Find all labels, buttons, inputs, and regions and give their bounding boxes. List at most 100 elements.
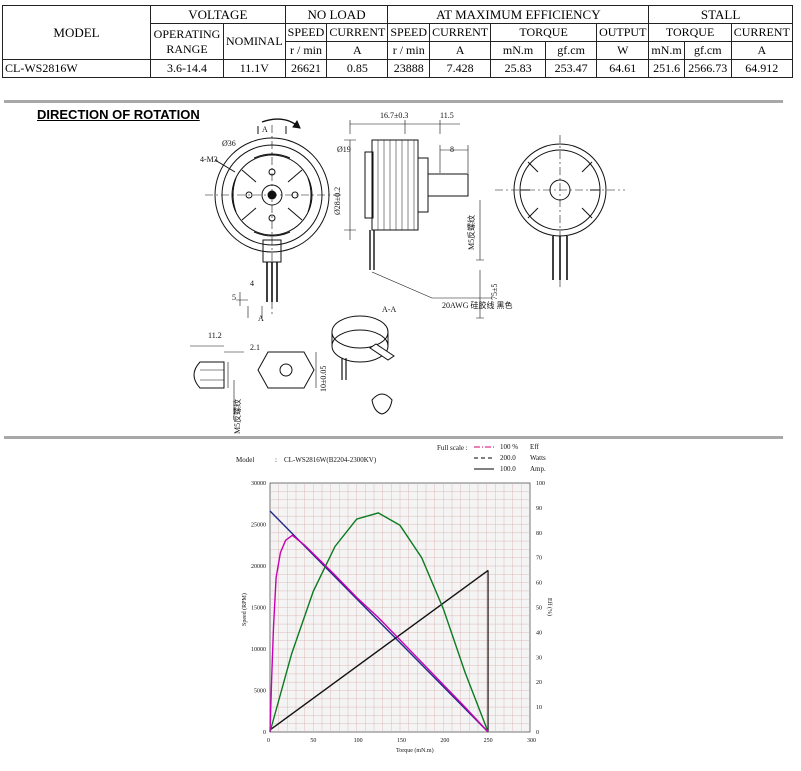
nl-speed-unit: r / min	[284, 41, 328, 60]
direction-title: DIRECTION OF ROTATION	[37, 107, 200, 122]
st-torque-gfcm-cell: 2566.73	[683, 59, 732, 78]
nominal-cell: 11.1V	[223, 59, 286, 78]
nl-current-unit: A	[326, 41, 389, 60]
y-right-tick-label: 80	[536, 531, 542, 537]
model-header: MODEL	[2, 5, 151, 60]
me-speed-cell: 23888	[387, 59, 431, 78]
nut-height: 10±0.05	[319, 366, 328, 392]
dim-5: 5	[232, 293, 236, 302]
x-tick-label: 200	[440, 738, 449, 744]
full-scale-label: Full scale :	[437, 444, 468, 452]
nut-side-view	[190, 345, 244, 420]
nominal-header: NOMINAL	[223, 23, 286, 60]
st-current-unit: A	[730, 41, 793, 60]
no-load-header: NO LOAD	[284, 5, 389, 24]
y-right-axis-label: Eff (%)	[546, 598, 553, 616]
x-tick-label: 50	[310, 738, 316, 744]
y-left-tick-label: 5000	[254, 689, 266, 695]
x-tick-label: 150	[397, 738, 406, 744]
motor-rear-view	[495, 135, 625, 290]
x-tick-label: 250	[484, 738, 493, 744]
nut-width: 11.2	[208, 331, 222, 340]
power-curve	[269, 512, 489, 733]
y-right-tick-label: 70	[536, 556, 542, 562]
st-torque-mnm-cell: 251.6	[648, 59, 685, 78]
y-right-tick-label: 0	[536, 730, 539, 736]
me-current-cell: 7.428	[429, 59, 492, 78]
dim-m3: 4-M3	[200, 155, 218, 164]
x-tick-label: 300	[527, 738, 536, 744]
legend-name: Amp.	[530, 465, 546, 473]
label-a-top: A	[262, 125, 268, 134]
me-output-header: OUTPUT	[596, 23, 650, 42]
me-speed-unit: r / min	[387, 41, 431, 60]
operating-range-cell: 3.6-14.4	[150, 59, 224, 78]
y-right-tick-label: 50	[536, 606, 542, 612]
separator-line	[4, 100, 783, 103]
st-current-cell: 64.912	[730, 59, 793, 78]
me-speed-header: SPEED	[387, 23, 431, 42]
y-left-tick-label: 0	[263, 730, 266, 736]
me-current-unit: A	[429, 41, 492, 60]
me-torque-gfcm-cell: 253.47	[545, 59, 598, 78]
y-left-tick-label: 10000	[251, 647, 266, 653]
nut-21: 2.1	[250, 343, 260, 352]
chart-series	[269, 510, 489, 733]
legend-name: Watts	[530, 454, 546, 462]
dim-top-2: 11.5	[440, 111, 454, 120]
dim-75: 75±5	[490, 284, 499, 300]
model-cell: CL-WS2816W	[2, 59, 151, 78]
spec-table: MODEL VOLTAGE NO LOAD AT MAXIMUM EFFICIE…	[2, 5, 793, 78]
y-left-tick-label: 25000	[251, 523, 266, 529]
y-right-tick-label: 10	[536, 705, 542, 711]
legend-scale: 200.0	[500, 454, 516, 462]
nut-m5: M5反螺纹	[232, 399, 242, 434]
technical-drawings: Ø36 4-M3 Ø19 A A 5 4 16.7±0.3 11.5 8 Ø28…	[190, 111, 625, 434]
model-sep: :	[275, 456, 277, 464]
y-left-tick-label: 20000	[251, 564, 266, 570]
x-tick-label: 100	[354, 738, 363, 744]
dim-d36: Ø36	[222, 139, 236, 148]
label-aa: A-A	[382, 305, 396, 314]
separator-line	[4, 436, 783, 439]
y-left-tick-label: 30000	[251, 481, 266, 487]
dim-8: 8	[450, 145, 454, 154]
efficiency-curve	[269, 534, 489, 733]
y-right-tick-label: 40	[536, 630, 542, 636]
nl-current-cell: 0.85	[326, 59, 389, 78]
x-axis-label: Torque (mN.m)	[396, 747, 434, 754]
st-torque-gfcm-unit: gf.cm	[683, 41, 732, 60]
max-efficiency-header: AT MAXIMUM EFFICIENCY	[387, 5, 650, 24]
me-torque-mnm-cell: 25.83	[490, 59, 547, 78]
legend-scale: 100.0	[500, 465, 516, 473]
x-tick-label: 0	[267, 738, 270, 744]
legend-scale: 100 %	[500, 443, 518, 451]
legend-name: Eff	[530, 443, 539, 451]
label-a-bottom: A	[258, 314, 264, 323]
motor-front-view	[205, 125, 341, 318]
me-torque-mnm-unit: mN.m	[490, 41, 547, 60]
st-torque-mnm-unit: mN.m	[648, 41, 685, 60]
dim-d28: Ø28±0.2	[333, 187, 342, 215]
nl-speed-cell: 26621	[284, 59, 328, 78]
dim-top-1: 16.7±0.3	[380, 111, 408, 120]
st-current-header: CURRENT	[730, 23, 793, 42]
stall-header: STALL	[648, 5, 793, 24]
dim-m5: M5反螺纹	[466, 215, 476, 250]
y-right-tick-label: 90	[536, 506, 542, 512]
me-output-cell: 64.61	[596, 59, 650, 78]
table-row: CL-WS2816W 3.6-14.4 11.1V 26621 0.85 238…	[2, 59, 793, 78]
nl-speed-header: SPEED	[284, 23, 328, 42]
y-right-tick-label: 20	[536, 680, 542, 686]
operating-range-header: OPERATING RANGE	[150, 23, 224, 60]
performance-chart: Model : CL-WS2816W(B2204-2300KV) Full sc…	[230, 443, 558, 769]
chart-legend: 100 % Eff 200.0 Watts 100.0 Amp.	[474, 443, 546, 473]
motor-isometric-view	[331, 315, 395, 415]
me-torque-header: TORQUE	[490, 23, 598, 42]
motor-side-view	[344, 120, 492, 319]
me-output-unit: W	[596, 41, 650, 60]
y-left-axis-label: Speed (RPM)	[241, 593, 248, 626]
y-right-tick-label: 30	[536, 655, 542, 661]
y-right-tick-label: 60	[536, 581, 542, 587]
chart-grid	[270, 483, 530, 732]
